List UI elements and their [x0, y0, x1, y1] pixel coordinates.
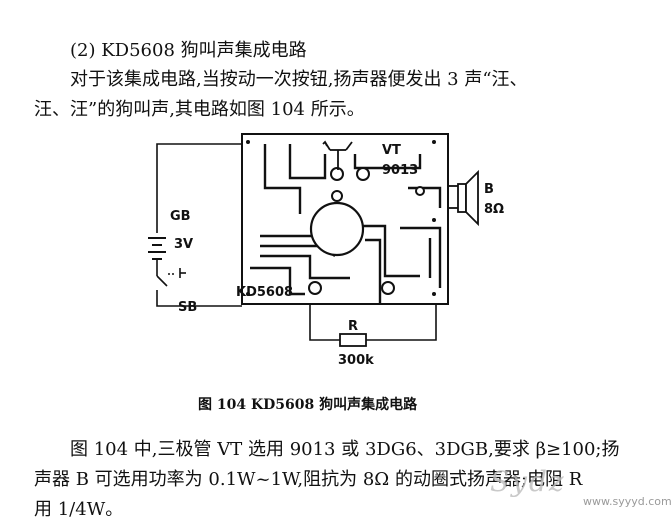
battery-symbol	[148, 237, 166, 260]
section-heading: (2) KD5608 狗叫声集成电路	[70, 40, 307, 61]
outer-wire	[156, 143, 242, 233]
pcb-board	[241, 133, 449, 305]
transistor-model-label: 9013	[382, 163, 418, 178]
paragraph-line-2: 汪、汪”的狗叫声,其电路如图 104 所示。	[34, 99, 365, 120]
switch-to-board-wire	[156, 298, 242, 307]
switch-label: SB	[178, 300, 197, 315]
transistor-label: VT	[382, 143, 401, 158]
ic-label: KD5608	[236, 285, 293, 300]
paragraph-line-1: 对于该集成电路,当按动一次按钮,扬声器便发出 3 声“汪、	[70, 69, 528, 90]
ic-die	[309, 201, 365, 257]
body-line-1: 图 104 中,三极管 VT 选用 9013 或 3DG6、3DGB,要求 β≥…	[70, 439, 620, 460]
resistor-symbol	[339, 333, 367, 347]
corner-dots	[246, 140, 436, 296]
resistor-value-label: 300k	[338, 353, 374, 368]
figure-caption: 图 104 KD5608 狗叫声集成电路	[198, 397, 418, 413]
speaker-label: B	[484, 182, 494, 197]
watermark-logo: Sydz	[490, 465, 566, 498]
watermark-url: www.syyyd.com	[583, 495, 672, 508]
battery-voltage-label: 3V	[174, 237, 193, 252]
switch-symbol	[156, 268, 186, 298]
resistor-label: R	[348, 319, 358, 334]
transistor-symbol	[322, 140, 353, 170]
body-line-2: 声器 B 可选用功率为 0.1W~1W,阻抗为 8Ω 的动圈式扬声器;电阻 R	[34, 469, 583, 490]
circuit-diagram: GB 3V SB	[148, 133, 504, 368]
pcb-pads	[308, 167, 425, 295]
body-line-3: 用 1/4W。	[34, 499, 124, 520]
resistor-wire	[309, 304, 437, 341]
battery-label: GB	[170, 209, 191, 224]
speaker-impedance-label: 8Ω	[484, 202, 504, 217]
speaker-symbol	[448, 169, 479, 227]
